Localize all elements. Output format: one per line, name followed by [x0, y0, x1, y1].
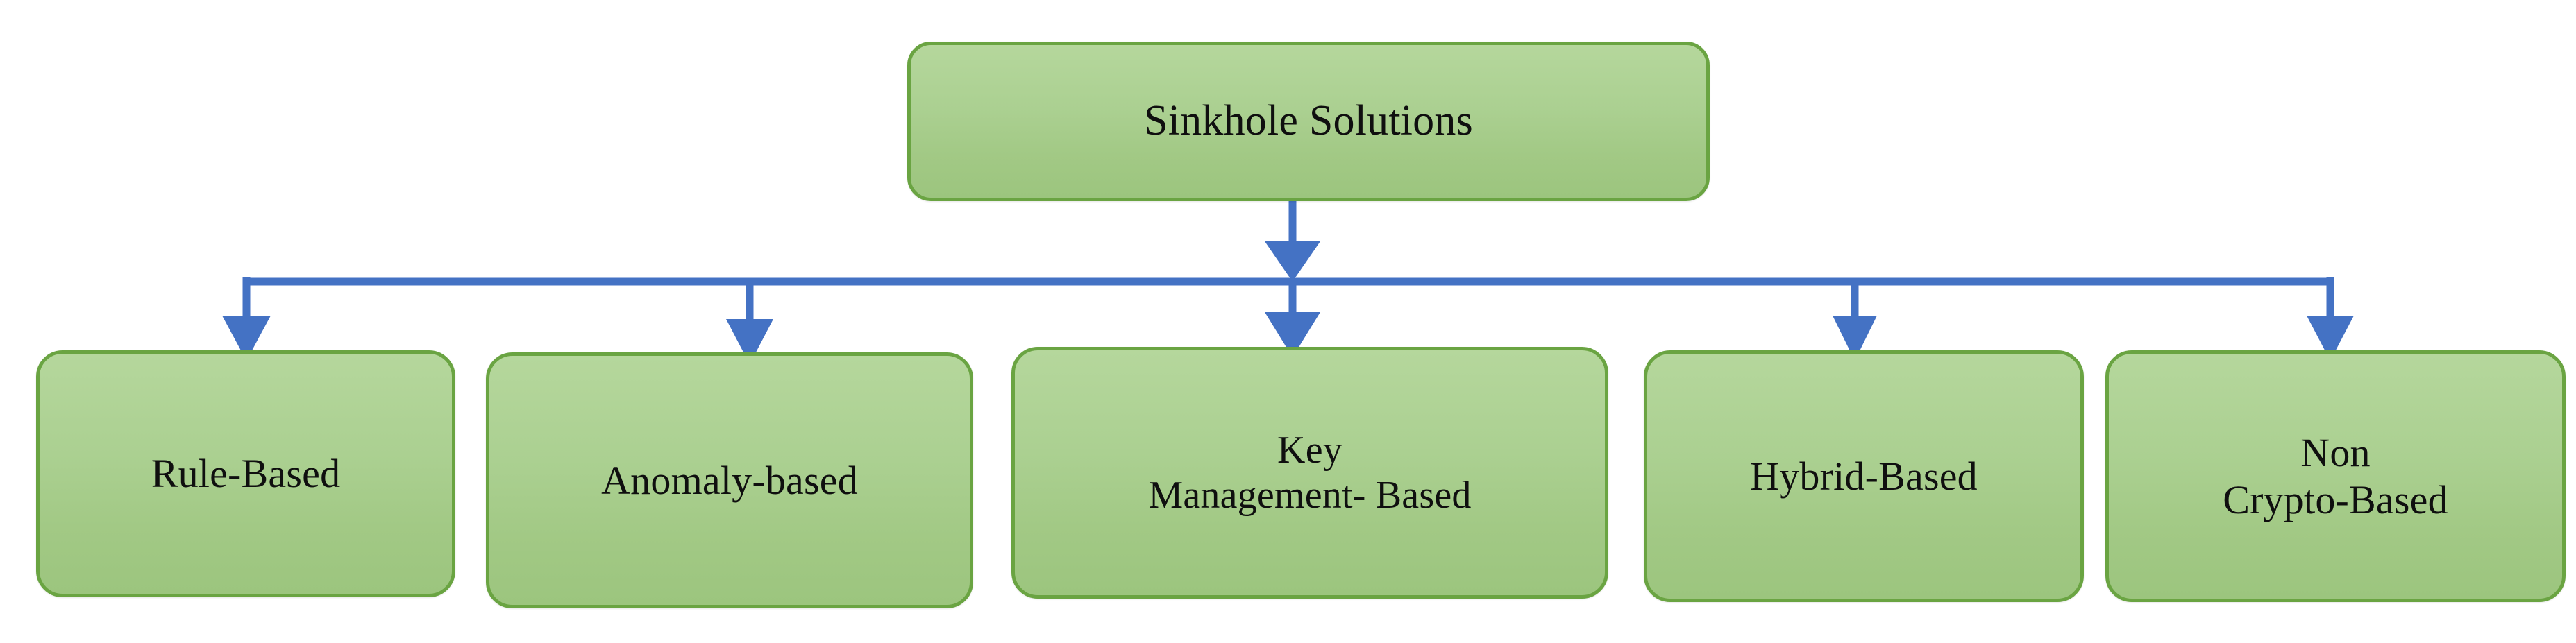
node-root-label: Sinkhole Solutions: [1144, 97, 1473, 145]
node-child-label: Rule-Based: [151, 451, 341, 497]
node-child-label: Anomaly-based: [601, 457, 858, 503]
connector-drop-1: [222, 277, 271, 361]
node-rule-based[interactable]: Rule-Based: [36, 350, 455, 597]
node-child-label: Hybrid-Based: [1750, 453, 1978, 499]
node-child-label: Key Management- Based: [1148, 428, 1472, 517]
node-child-label: Non Crypto-Based: [2223, 430, 2448, 522]
connector-drop-4: [1833, 282, 1877, 361]
connector-root-to-bus: [1265, 201, 1320, 282]
node-sinkhole-solutions[interactable]: Sinkhole Solutions: [907, 42, 1710, 201]
node-hybrid-based[interactable]: Hybrid-Based: [1644, 350, 2084, 602]
connector-drop-3: [1265, 282, 1320, 357]
node-anomaly-based[interactable]: Anomaly-based: [486, 352, 973, 608]
node-key-management-based[interactable]: Key Management- Based: [1011, 347, 1608, 599]
connector-drop-5: [2307, 277, 2354, 361]
node-non-crypto-based[interactable]: Non Crypto-Based: [2105, 350, 2566, 602]
